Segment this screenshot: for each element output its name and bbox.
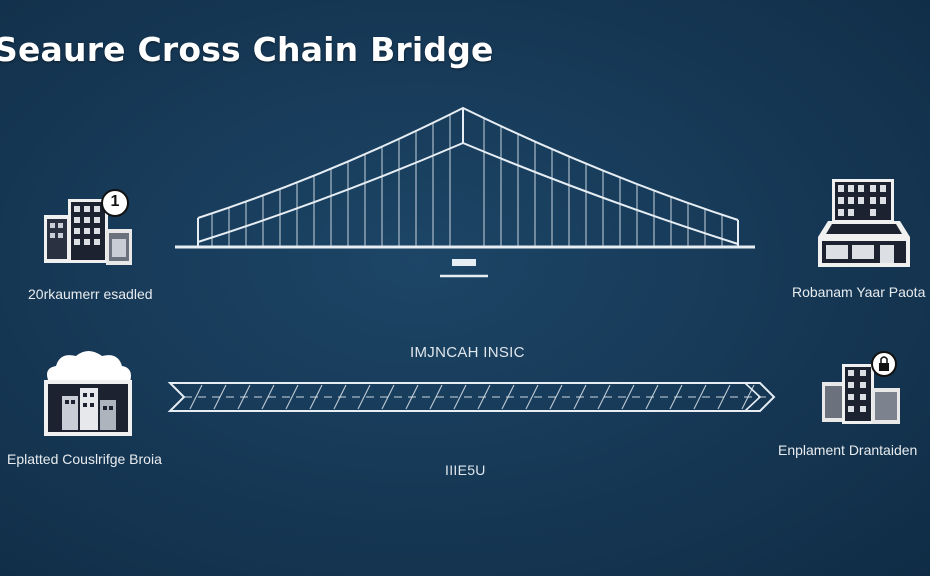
- arrow-hatch: [573, 384, 587, 410]
- arrow-hatch: [453, 384, 467, 410]
- node-label-right-top: Robanam Yaar Paota: [792, 284, 926, 300]
- arrow-hatch: [381, 384, 395, 410]
- transfer-arrow: [167, 382, 776, 412]
- building-icon-right-top: [818, 179, 910, 267]
- arrow-hatch: [549, 384, 563, 410]
- badge-icon: [101, 189, 129, 217]
- arrow-caption: IMJNCAH INSIC: [410, 344, 525, 361]
- arrow-hatch: [477, 384, 491, 410]
- arrow-hatch: [405, 384, 419, 410]
- step-badge: 1: [110, 193, 120, 210]
- building-icon-right-bottom: [822, 351, 900, 424]
- bridge-graphic: [175, 106, 755, 278]
- arrow-hatch: [285, 384, 299, 410]
- arrow-hatch: [189, 384, 203, 410]
- arrow-hatch: [429, 384, 443, 410]
- arrow-hatch: [237, 384, 251, 410]
- arrow-hatch: [357, 384, 371, 410]
- node-label-right-bottom: Enplament Drantaiden: [778, 442, 918, 458]
- cloud-building-icon-left-bottom: [44, 351, 132, 436]
- arrow-hatch: [621, 384, 635, 410]
- arrow-hatch: [645, 384, 659, 410]
- arrow-hatch: [669, 384, 683, 410]
- arrow-hatch: [333, 384, 347, 410]
- arrow-hatch: [261, 384, 275, 410]
- arrow-hatch: [741, 384, 755, 410]
- bottom-caption: IIIE5U: [445, 462, 486, 478]
- arrow-hatch: [501, 384, 515, 410]
- arrow-hatch: [213, 384, 227, 410]
- diagram-title: Seaure Cross Chain Bridge: [0, 30, 494, 69]
- arrow-hatch: [309, 384, 323, 410]
- arrow-hatch: [693, 384, 707, 410]
- building-icon-left-top: [44, 199, 132, 265]
- arrow-hatch: [717, 384, 731, 410]
- arrow-hatch: [525, 384, 539, 410]
- node-label-left-bottom: Eplatted Couslrifge Broia: [7, 451, 162, 467]
- node-label-left-top: 20rkaumerr esadled: [28, 286, 153, 302]
- arrow-hatch: [597, 384, 611, 410]
